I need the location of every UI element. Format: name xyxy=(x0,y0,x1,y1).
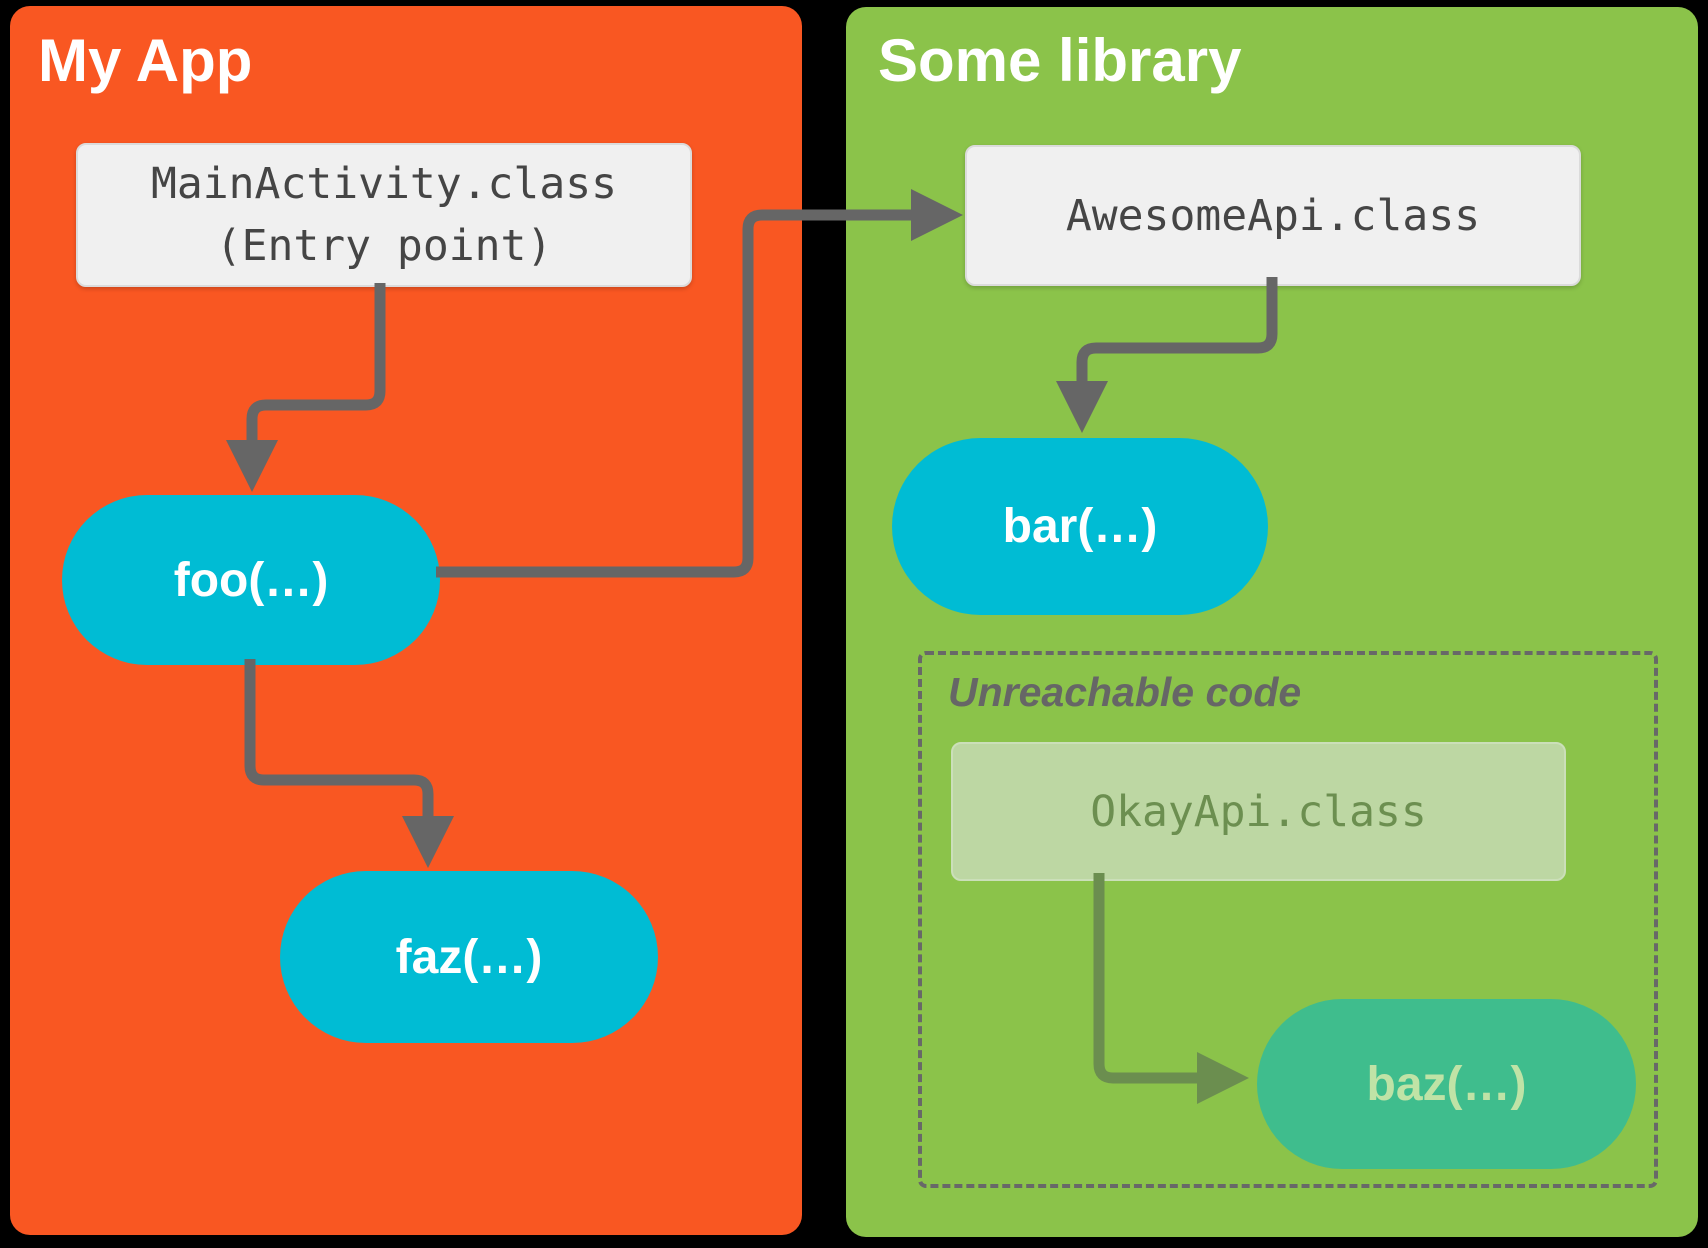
class-box-awesomeapi: AwesomeApi.class xyxy=(965,145,1581,286)
class-box-mainactivity: MainActivity.class (Entry point) xyxy=(76,143,692,287)
class-box-awesomeapi-name: AwesomeApi.class xyxy=(1065,190,1481,241)
class-box-mainactivity-name: MainActivity.class xyxy=(151,159,617,209)
method-node-baz: baz(…) xyxy=(1257,999,1636,1169)
class-box-okayapi: OkayApi.class xyxy=(951,742,1566,881)
panel-title-some-library: Some library xyxy=(878,27,1242,94)
panel-title-my-app: My App xyxy=(38,27,253,94)
class-box-okayapi-name: OkayApi.class xyxy=(1090,786,1427,837)
method-node-foo: foo(…) xyxy=(62,495,440,665)
unreachable-code-region: Unreachable code OkayApi.class baz(…) xyxy=(918,651,1658,1188)
method-node-faz: faz(…) xyxy=(280,871,658,1043)
class-box-mainactivity-entry-note: (Entry point) xyxy=(215,221,553,271)
unreachable-code-label: Unreachable code xyxy=(948,669,1302,715)
panel-my-app: My App MainActivity.class (Entry point) … xyxy=(10,6,802,1235)
method-node-bar: bar(…) xyxy=(892,438,1268,615)
panel-some-library: Some library AwesomeApi.class bar(…) Unr… xyxy=(846,7,1698,1237)
